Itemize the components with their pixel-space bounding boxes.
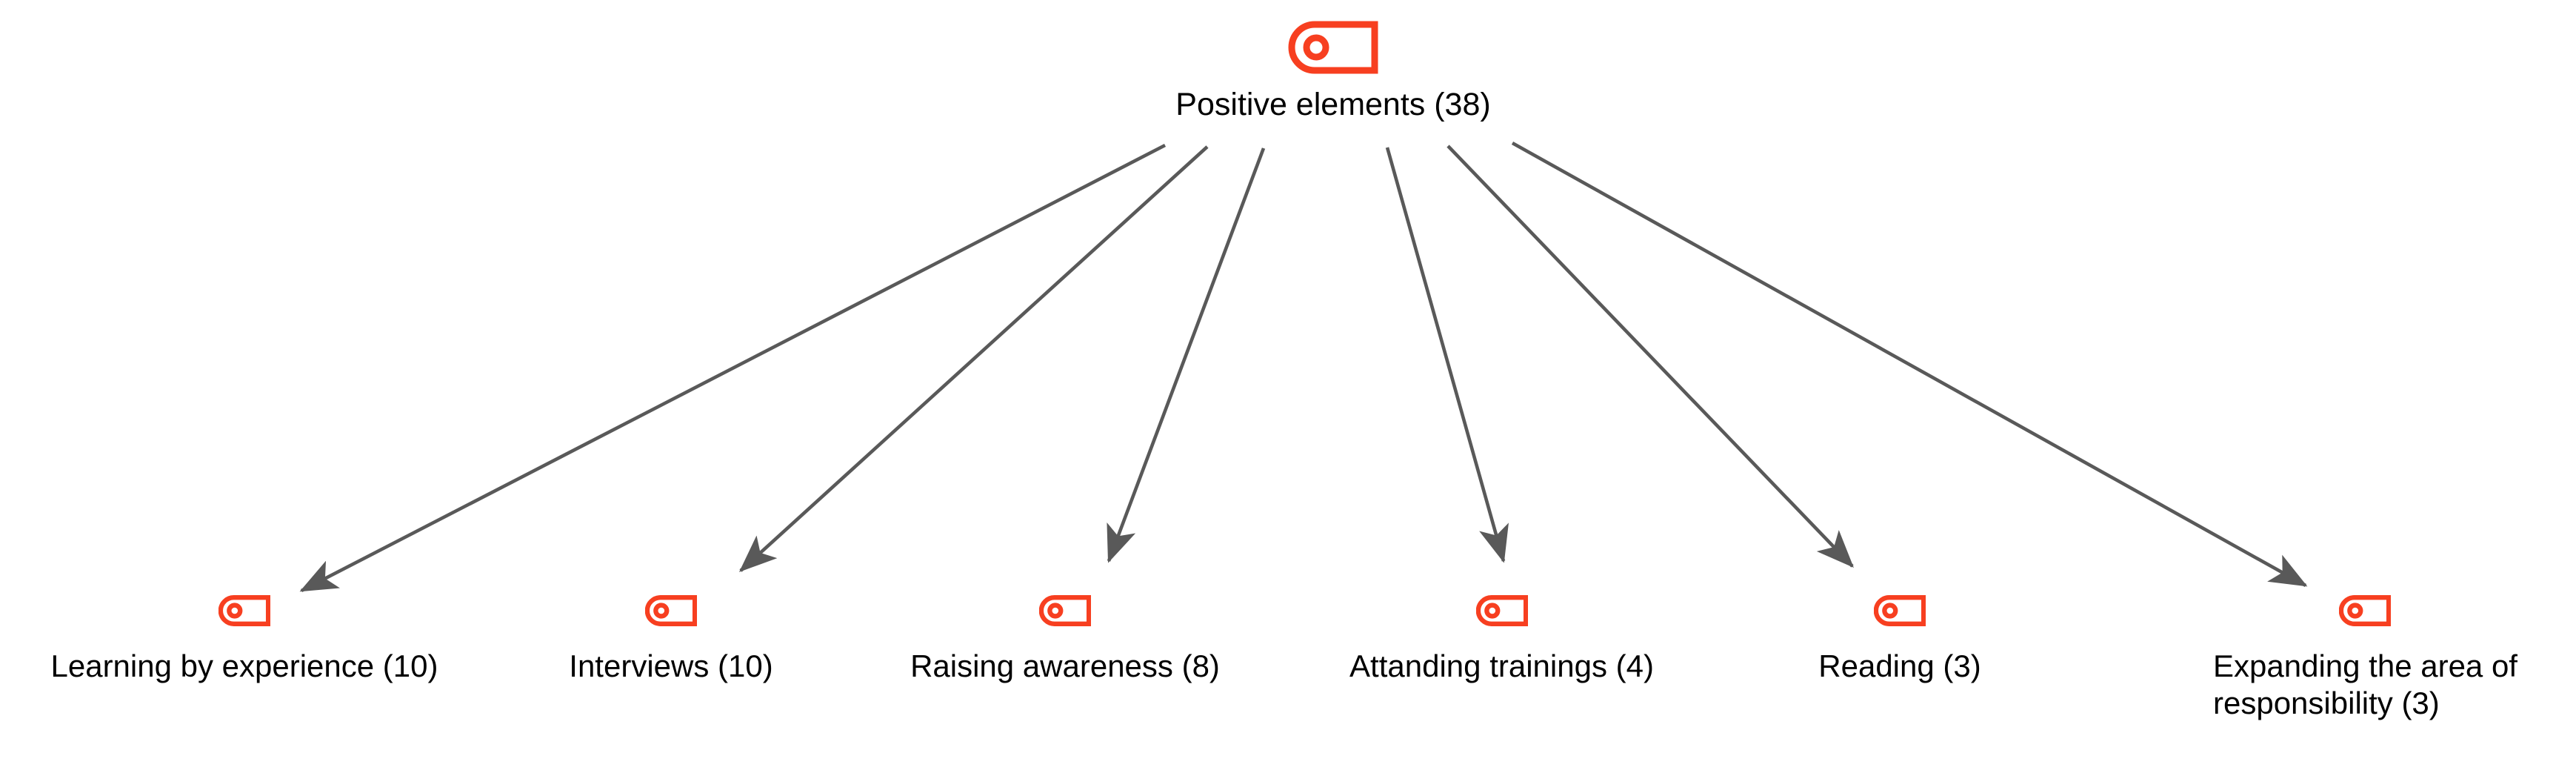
node-expanding-the-area-of-responsibility[interactable]: Expanding the area of responsibility (3): [2213, 584, 2561, 721]
edge-root-to-leaf-5: [1511, 141, 2308, 588]
node-leaf-label: Reading (3): [1818, 648, 1981, 683]
tag-icon: [644, 584, 698, 637]
edge-root-to-leaf-0: [299, 143, 1167, 593]
tag-icon: [1873, 584, 1926, 637]
edge-root-to-leaf-3: [1385, 147, 1509, 563]
node-raising-awareness[interactable]: Raising awareness (8): [910, 584, 1221, 685]
tag-icon: [218, 584, 271, 637]
edge-root-to-leaf-4: [1447, 145, 1854, 568]
edge-root-to-leaf-1: [738, 145, 1209, 572]
tag-icon: [1038, 584, 1092, 637]
node-root-label: Positive elements (38): [1175, 87, 1491, 122]
node-leaf-label: Expanding the area of responsibility (3): [2213, 648, 2517, 720]
node-leaf-label: Raising awareness (8): [910, 648, 1220, 683]
node-leaf-label: Interviews (10): [569, 648, 773, 683]
node-leaf-label: Attanding trainings (4): [1349, 648, 1654, 683]
tag-icon: [1288, 21, 1378, 74]
tag-icon: [1475, 584, 1528, 637]
node-reading[interactable]: Reading (3): [1807, 584, 1992, 685]
edge-root-to-leaf-2: [1107, 147, 1266, 563]
node-interviews[interactable]: Interviews (10): [557, 584, 785, 685]
node-attanding-trainings[interactable]: Attanding trainings (4): [1333, 584, 1670, 685]
node-root[interactable]: Positive elements (38): [1144, 21, 1522, 124]
node-leaf-label: Learning by experience (10): [50, 648, 438, 683]
tag-icon: [2338, 584, 2392, 637]
node-learning-by-experience[interactable]: Learning by experience (10): [19, 584, 470, 685]
